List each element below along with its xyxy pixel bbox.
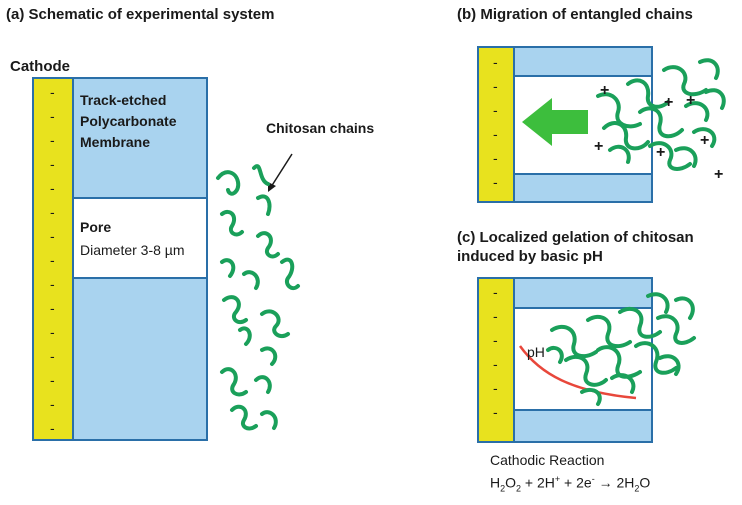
- minus-sign: -: [493, 404, 498, 420]
- chitosan-chains-a: [216, 164, 300, 431]
- minus-sign: -: [493, 356, 498, 372]
- entangled-chains-b: [596, 58, 726, 171]
- membrane-label-line: Polycarbonate: [80, 113, 177, 129]
- minus-sign: -: [50, 180, 55, 196]
- plus-sign: +: [664, 94, 674, 111]
- minus-sign: -: [493, 126, 498, 142]
- minus-sign: -: [493, 78, 498, 94]
- gelled-chains-c: [546, 292, 696, 406]
- pore-diameter-label: Diameter 3-8 µm: [80, 242, 185, 258]
- minus-sign: -: [50, 108, 55, 124]
- minus-sign: -: [50, 300, 55, 316]
- cathode-electrode-a: [32, 77, 74, 441]
- plus-sign: +: [656, 144, 666, 161]
- pore-label: Pore: [80, 219, 112, 235]
- plus-sign: +: [686, 92, 696, 109]
- cathode-electrode-c: [477, 277, 515, 443]
- eq-tail: O: [639, 474, 651, 491]
- chains-pointer-arrowhead: [268, 182, 276, 192]
- chitosan-chains-label: Chitosan chains: [266, 120, 375, 136]
- plus-sign: +: [594, 138, 604, 155]
- membrane-bottom-b: [513, 173, 653, 203]
- panel-c-title-line: (c) Localized gelation of chitosan: [457, 229, 694, 246]
- plus-sign: +: [714, 166, 724, 183]
- minus-sign: -: [50, 84, 55, 100]
- minus-sign: -: [50, 156, 55, 172]
- cathode-label: Cathode: [10, 58, 70, 75]
- cathodic-reaction-equation: H2O2 + 2H+ + 2e- → 2H2O: [490, 474, 650, 493]
- membrane-top-a: [72, 77, 208, 199]
- eq-sup: +: [554, 474, 561, 484]
- minus-sign: -: [493, 308, 498, 324]
- pore-a: [72, 197, 208, 279]
- panel-c-title: (c) Localized gelation of chitosan induc…: [457, 228, 694, 266]
- minus-sign: -: [50, 396, 55, 412]
- minus-sign: -: [493, 150, 498, 166]
- eq-sub: 2: [634, 483, 640, 494]
- membrane-bottom-c: [513, 409, 653, 443]
- plus-sign: +: [700, 132, 710, 149]
- membrane-bottom-a: [72, 277, 208, 441]
- membrane-label: Track-etched Polycarbonate Membrane: [80, 90, 176, 153]
- ph-gradient-curve: [518, 345, 637, 400]
- eq-sub: 2: [516, 483, 522, 494]
- eq-plus-h: + 2H: [521, 474, 555, 491]
- membrane-top-b: [513, 46, 653, 77]
- minus-sign: -: [50, 276, 55, 292]
- eq-plus-e: + 2e: [560, 474, 592, 491]
- minus-sign: -: [50, 324, 55, 340]
- minus-sign: -: [50, 372, 55, 388]
- membrane-label-line: Membrane: [80, 134, 151, 150]
- eq-arrow-h: → 2H: [594, 474, 635, 491]
- ph-label: pH: [527, 344, 545, 360]
- minus-sign: -: [50, 252, 55, 268]
- cathodic-reaction-title: Cathodic Reaction: [490, 452, 605, 468]
- minus-sign: -: [493, 284, 498, 300]
- minus-sign: -: [50, 348, 55, 364]
- panel-b-title: (b) Migration of entangled chains: [457, 6, 693, 23]
- minus-sign: -: [493, 332, 498, 348]
- minus-sign: -: [50, 132, 55, 148]
- minus-sign: -: [493, 174, 498, 190]
- plus-sign: +: [600, 82, 610, 99]
- eq-o: O: [505, 474, 517, 491]
- minus-sign: -: [50, 204, 55, 220]
- minus-sign: -: [493, 54, 498, 70]
- panel-c-title-line: induced by basic pH: [457, 248, 603, 265]
- membrane-top-c: [513, 277, 653, 309]
- minus-sign: -: [493, 102, 498, 118]
- minus-sign: -: [493, 380, 498, 396]
- minus-sign: -: [50, 420, 55, 436]
- panel-a-title: (a) Schematic of experimental system: [6, 6, 275, 23]
- chains-pointer-arrow: [270, 153, 293, 188]
- eq-sup: -: [591, 474, 595, 484]
- eq-h: H: [490, 474, 501, 491]
- minus-sign: -: [50, 228, 55, 244]
- membrane-label-line: Track-etched: [80, 92, 167, 108]
- eq-sub: 2: [500, 483, 506, 494]
- migration-arrow: [522, 98, 588, 146]
